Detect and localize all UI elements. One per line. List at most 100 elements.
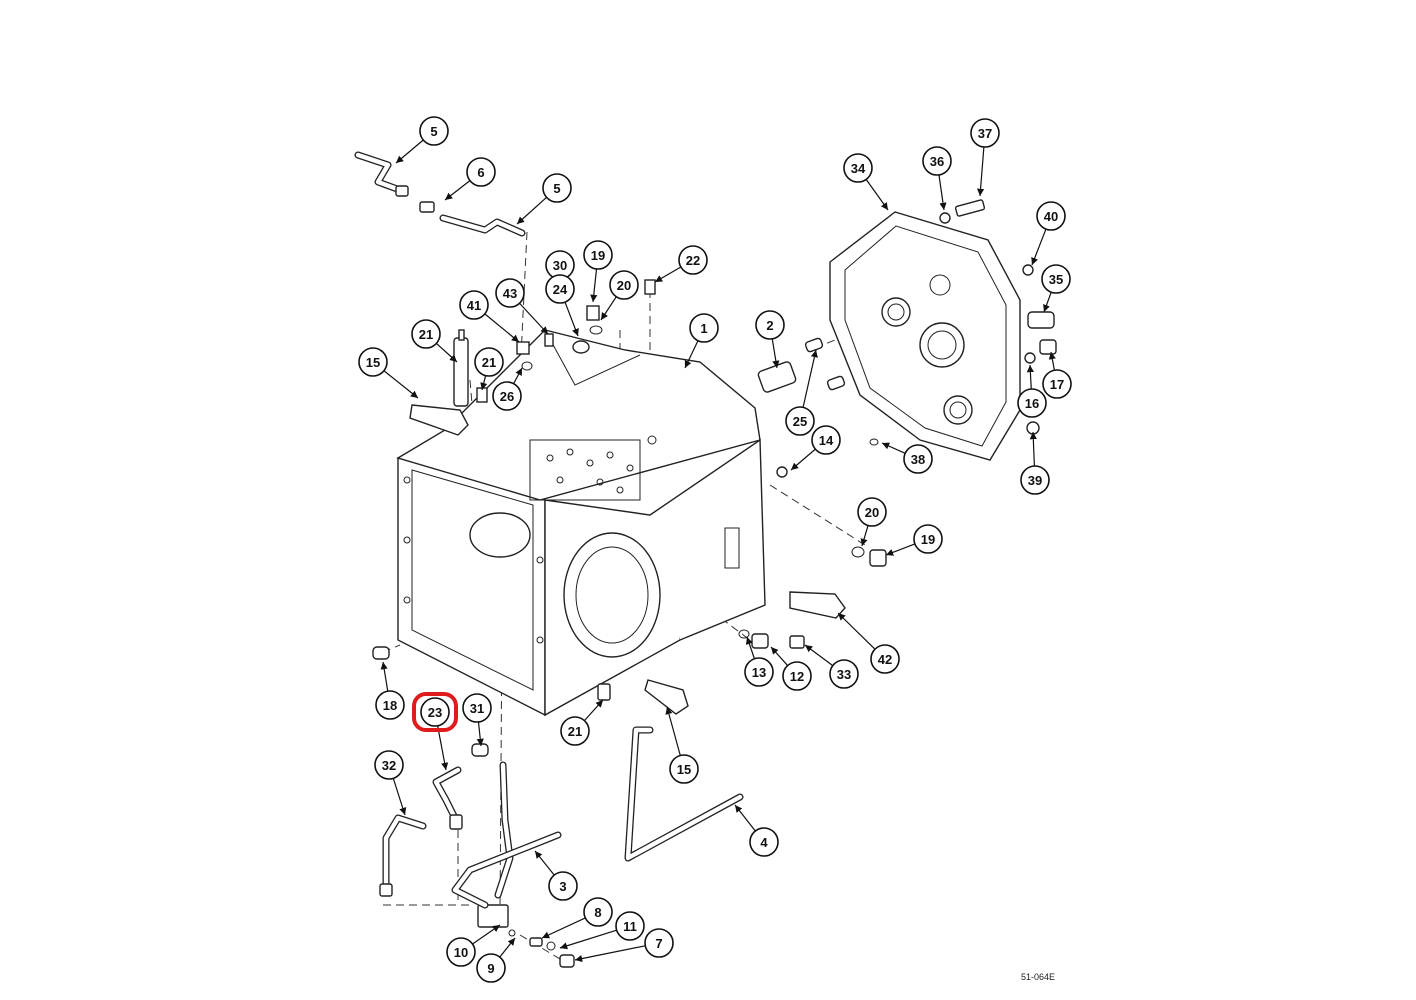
callout-number: 42 — [878, 652, 892, 667]
callout-number: 17 — [1050, 377, 1064, 392]
highlight-box — [412, 692, 458, 732]
callout-circle — [913, 524, 943, 554]
callout-c21c[interactable]: 21 — [560, 716, 590, 746]
callout-number: 5 — [553, 181, 560, 196]
leader-arrow-c37 — [976, 146, 985, 197]
callout-c39[interactable]: 39 — [1020, 465, 1050, 495]
callout-number: 2 — [766, 318, 773, 333]
callout-number: 43 — [503, 286, 517, 301]
callout-c31[interactable]: 31 — [462, 693, 492, 723]
callout-c11[interactable]: 11 — [615, 911, 645, 941]
callout-number: 3 — [559, 879, 566, 894]
callout-c37[interactable]: 37 — [970, 118, 1000, 148]
leader-arrow-c1 — [684, 340, 699, 369]
callout-c10[interactable]: 10 — [446, 937, 476, 967]
callout-circle — [419, 116, 449, 146]
callout-number: 5 — [430, 124, 437, 139]
callout-circle — [374, 750, 404, 780]
callout-number: 39 — [1028, 473, 1042, 488]
leader-arrow-c34 — [865, 179, 889, 211]
callout-c13[interactable]: 13 — [744, 657, 774, 687]
callout-c7[interactable]: 7 — [644, 928, 674, 958]
callout-c25[interactable]: 25 — [785, 406, 815, 436]
leader-arrow-c2 — [771, 338, 780, 369]
callout-number: 11 — [623, 919, 637, 934]
callout-c6[interactable]: 6 — [466, 157, 496, 187]
callout-c15a[interactable]: 15 — [358, 347, 388, 377]
callout-c24[interactable]: 24 — [545, 274, 575, 304]
callout-c21a[interactable]: 21 — [411, 319, 441, 349]
leader-arrow-c24 — [564, 301, 579, 337]
leader-arrow-c19b — [885, 543, 916, 556]
callout-c34[interactable]: 34 — [843, 153, 873, 183]
callout-c36[interactable]: 36 — [922, 146, 952, 176]
figure-code: 51-064E — [1021, 972, 1056, 982]
callout-c26[interactable]: 26 — [492, 381, 522, 411]
callout-c20b[interactable]: 20 — [857, 497, 887, 527]
callout-number: 30 — [553, 258, 567, 273]
callout-circle — [548, 871, 578, 901]
callout-number: 21 — [568, 724, 582, 739]
callout-c18[interactable]: 18 — [375, 690, 405, 720]
leader-lines — [380, 139, 1056, 963]
leader-arrow-c20b — [860, 525, 869, 547]
callout-c43[interactable]: 43 — [495, 278, 525, 308]
callout-c17[interactable]: 17 — [1042, 369, 1072, 399]
callout-c20a[interactable]: 20 — [609, 270, 639, 300]
callout-c22[interactable]: 22 — [678, 245, 708, 275]
callout-c15b[interactable]: 15 — [669, 754, 699, 784]
callout-number: 19 — [591, 248, 605, 263]
callout-number: 16 — [1025, 396, 1039, 411]
callout-circle — [811, 425, 841, 455]
part-drawings — [354, 151, 1057, 968]
callout-c40[interactable]: 40 — [1036, 201, 1066, 231]
callout-c21b[interactable]: 21 — [474, 347, 504, 377]
leader-arrow-c15b — [665, 706, 681, 756]
callout-c35[interactable]: 35 — [1041, 264, 1071, 294]
callout-c42[interactable]: 42 — [870, 644, 900, 674]
callout-number: 19 — [921, 532, 935, 547]
callout-c4[interactable]: 4 — [749, 827, 779, 857]
callout-c41[interactable]: 41 — [459, 290, 489, 320]
callout-c2[interactable]: 2 — [755, 310, 785, 340]
callout-c33[interactable]: 33 — [829, 659, 859, 689]
leader-arrow-c15a — [383, 370, 419, 399]
callout-c8[interactable]: 8 — [583, 897, 613, 927]
leader-arrow-c41 — [484, 313, 520, 343]
callout-circle — [411, 319, 441, 349]
callout-c9[interactable]: 9 — [476, 953, 506, 983]
leader-arrow-c21a — [435, 342, 458, 363]
callout-c19a[interactable]: 19 — [583, 240, 613, 270]
callout-c14[interactable]: 14 — [811, 425, 841, 455]
callout-c3[interactable]: 3 — [548, 871, 578, 901]
callout-c23[interactable]: 23 — [412, 692, 458, 732]
callout-c19b[interactable]: 19 — [913, 524, 943, 554]
callout-c38[interactable]: 38 — [903, 444, 933, 474]
callout-c5b[interactable]: 5 — [542, 173, 572, 203]
callout-circle — [466, 157, 496, 187]
callout-c16[interactable]: 16 — [1017, 388, 1047, 418]
callout-circle — [615, 911, 645, 941]
leader-arrow-c16 — [1026, 364, 1034, 390]
leader-arrow-c43 — [519, 302, 549, 335]
assembly-line — [519, 934, 571, 966]
callout-number: 21 — [482, 355, 496, 370]
callout-number: 12 — [790, 669, 804, 684]
callout-number: 20 — [865, 505, 879, 520]
callout-circle — [492, 381, 522, 411]
callout-c1[interactable]: 1 — [689, 313, 719, 343]
leader-arrow-c19a — [590, 268, 598, 303]
leader-arrow-c12 — [770, 646, 789, 666]
callout-c30[interactable]: 30 — [545, 250, 575, 280]
callout-circle — [1042, 369, 1072, 399]
callout-c5a[interactable]: 5 — [419, 116, 449, 146]
callout-number: 4 — [760, 835, 768, 850]
callout-number: 21 — [419, 327, 433, 342]
callout-circle — [922, 146, 952, 176]
callout-number: 18 — [383, 698, 397, 713]
callout-circle — [375, 690, 405, 720]
leader-arrow-c17 — [1048, 351, 1056, 371]
callout-c32[interactable]: 32 — [374, 750, 404, 780]
leader-arrow-c3 — [534, 850, 555, 876]
callout-c12[interactable]: 12 — [782, 661, 812, 691]
